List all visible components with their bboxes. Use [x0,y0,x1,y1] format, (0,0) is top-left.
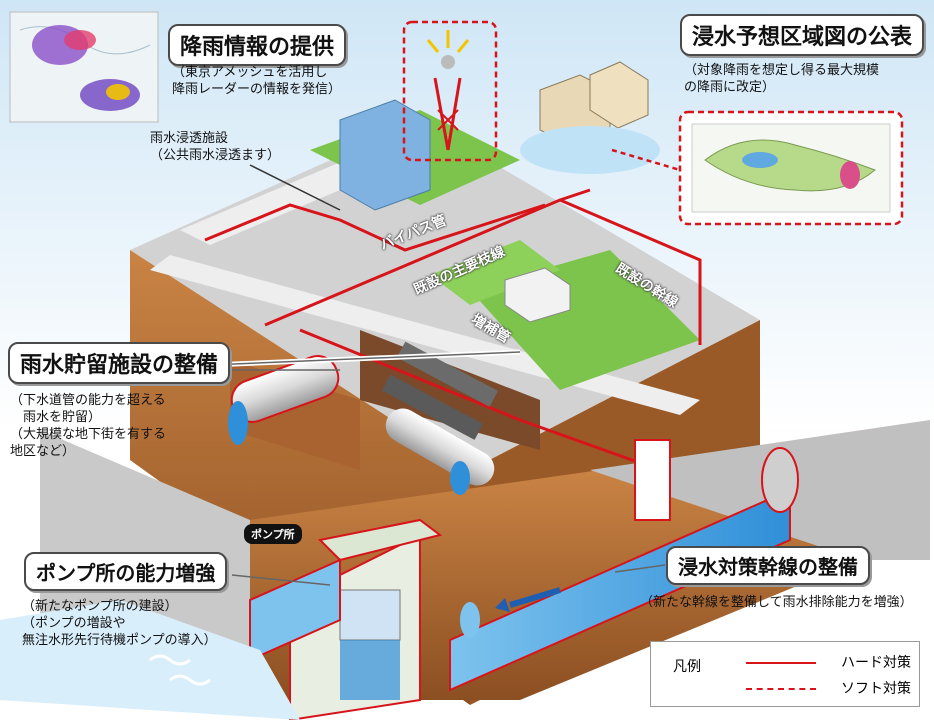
storage-pointer-core [209,351,521,366]
rain-info-note: （東京アメッシュを活用し 降雨レーダーの情報を発信） [172,65,342,97]
pump-title: ポンプ所の能力増強 [24,552,228,591]
legend-soft-label: ソフト対策 [841,681,911,697]
pump-pointer [231,574,331,586]
flood-map-title: 浸水予想区域図の公表 [680,14,925,56]
radio-tower-icon [426,30,470,151]
legend-title: 凡例 [673,659,701,675]
flood-map-leader [611,148,681,172]
legend-hard-label: ハード対策 [841,655,911,671]
outfall-channel [249,558,341,662]
flood-trunk-line [449,447,799,692]
legend-hard-line [746,662,816,664]
pump-station-badge: ポンプ所 [244,524,302,544]
infiltration-pointer [249,164,341,211]
storage-title: 雨水貯留施設の整備 [8,342,231,384]
trunk-note: （新たな幹線を整備して雨水排除能力を増強） [640,595,913,610]
rain-radar-map [9,11,159,123]
trunk-pointer [614,564,666,573]
storage-note: （下水道管の能力を超える 雨水を貯留） （大規模な地下街を有する 地区など） [10,393,167,459]
flood-map-note: （対象降雨を想定し得る最大規模 の降雨に改定） [684,63,880,95]
pump-station [289,518,443,720]
shaft-tower [634,439,671,521]
trunk-title: 浸水対策幹線の整備 [666,546,870,585]
legend-soft-line [746,688,816,690]
office-building [339,99,431,211]
legend: 凡例 ハード対策 ソフト対策 [650,641,920,707]
school-building [504,267,571,323]
branch-lot [430,240,560,305]
road-surface-right [590,420,930,560]
pump-note: （新たなポンプ所の建設） （ポンプの増設や 無注水形先行待機ポンプの導入） [22,599,217,648]
rain-info-title: 降雨情報の提供 [168,24,347,66]
tower-soft-frame [402,20,498,162]
diagonal-pipe-1-end [450,461,470,495]
flood-map-thumbnail [678,110,904,226]
house-2 [589,61,649,129]
infiltration-note: 雨水浸透施設 （公共雨水浸透ます） [150,131,281,163]
flood-water-pool [520,126,660,174]
river-waves [149,654,211,686]
